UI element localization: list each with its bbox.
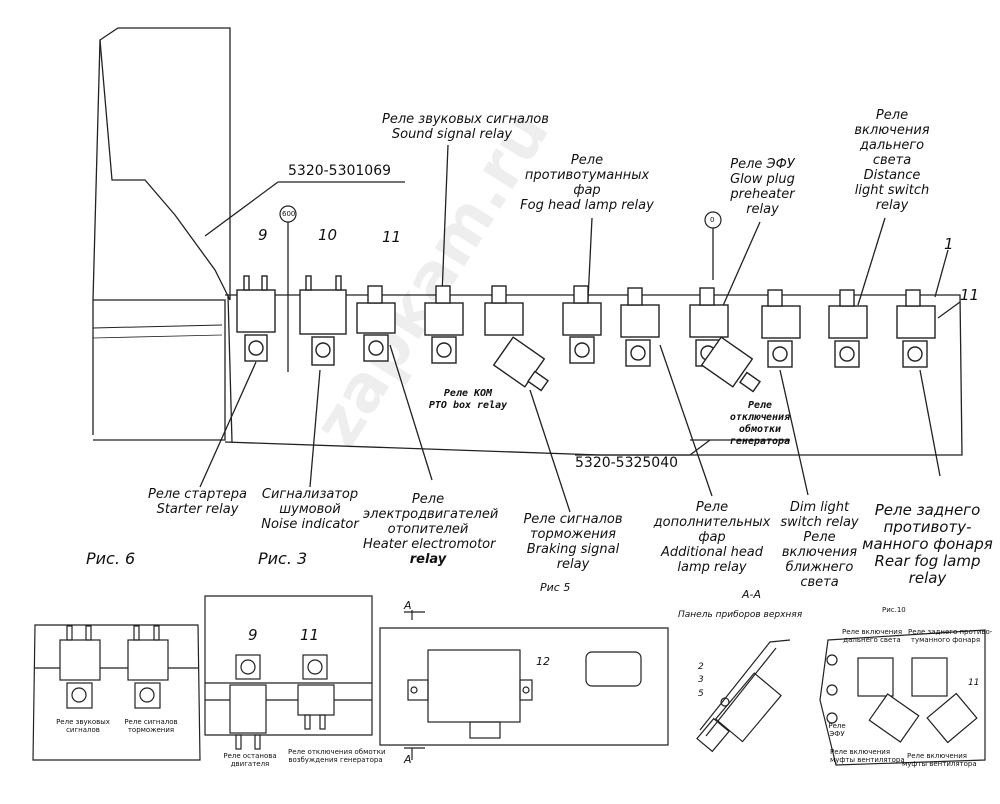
fig10-label-bottom-left: Реле включения муфты вентилятора [830, 748, 905, 764]
relay-row [236, 275, 936, 393]
fig10-label-side: Реле ЭФУ [828, 722, 846, 738]
callout-11-right: 11 [960, 286, 980, 304]
fig10-title: Рис.10 [882, 606, 906, 614]
label-glow-plug-relay: Реле ЭФУ Glow plug preheater relay [730, 157, 795, 217]
fig3-drawing [204, 595, 373, 750]
fig6-drawing [32, 624, 201, 761]
callout-9: 9 [258, 226, 268, 244]
section-aa-title: А-А [742, 588, 762, 601]
circle-0-text: 0 [710, 216, 715, 224]
relay-rear-fog [896, 289, 936, 368]
label-additional-head-lamp-relay: Реле дополнительных фар Additional head … [653, 500, 771, 575]
fig10-label-bottom-right: Реле включения муфты вентилятора [902, 752, 977, 768]
label-heater-electromotor-relay: Реле электродвигателей отопителей Heater… [363, 492, 499, 567]
fig3-title: Рис. 3 [258, 549, 308, 568]
label-starter-relay: Реле стартера Starter relay [147, 487, 247, 517]
relay-distance [828, 289, 868, 368]
fig3-callout-11: 11 [300, 626, 320, 644]
relay-fog [562, 285, 602, 364]
relay-noise [299, 275, 347, 366]
part-number-top: 5320-5301069 [288, 163, 392, 179]
fig6-sound-label: Реле звуковых сигналов [56, 718, 110, 734]
callout-11: 11 [382, 228, 402, 246]
section-aa-callout-3: 3 [698, 675, 704, 685]
callout-1: 1 [944, 235, 954, 253]
relay-additional [620, 287, 660, 367]
relay-brake [484, 285, 524, 336]
section-aa-drawing [696, 639, 791, 753]
label-rear-fog-lamp-relay: Реле заднего противоту- манного фонаря R… [862, 501, 993, 587]
fig6-title: Рис. 6 [86, 549, 136, 568]
relay-starter [236, 275, 276, 362]
label-distance-light-relay: Реле включения дальнего света Distance l… [854, 108, 930, 213]
label-braking-signal-relay: Реле сигналов торможения Braking signal … [523, 512, 623, 572]
callout-10: 10 [318, 226, 338, 244]
fig5-section-mark-top: A [404, 599, 412, 612]
label-generator-cutoff-relay: Реле отключения обмотки генератора [729, 400, 791, 447]
relay-gen-cutoff [700, 336, 761, 393]
bracket-left [93, 299, 226, 441]
label-fog-head-lamp-relay: Реле противотуманных фар Fog head lamp r… [520, 153, 654, 213]
label-sound-signal-relay: Реле звуковых сигналов Sound signal rela… [382, 112, 549, 142]
fig3-generator-label: Реле отключения обмотки возбуждения гене… [288, 748, 386, 764]
fig5-title: Рис 5 [540, 581, 571, 594]
main-plate [224, 294, 963, 456]
relay-sound [424, 285, 464, 364]
pillar-left-edge [92, 39, 101, 435]
relay-pto [492, 336, 549, 392]
circle-marker-0 [704, 211, 722, 229]
fig10-callout-11: 11 [968, 678, 980, 688]
fig10-label-top-left: Реле включения дальнего света [842, 628, 903, 644]
fig5-drawing [379, 610, 669, 760]
relay-dim [761, 289, 801, 368]
label-pto-relay: Реле КОМ PTO box relay [428, 388, 508, 411]
label-dim-light-relay: Dim light switch relay Реле включения бл… [780, 500, 859, 590]
fig3-stop-label: Реле останова двигателя [223, 752, 277, 768]
section-aa-callout-2: 2 [698, 662, 704, 672]
section-aa-callout-5: 5 [698, 689, 704, 699]
pillar-outline [99, 27, 231, 301]
fig3-callout-9: 9 [248, 626, 258, 644]
part-number-bottom: 5320-5325040 [575, 455, 679, 471]
section-aa-panel-label: Панель приборов верхняя [678, 610, 803, 620]
relay-heater [356, 285, 396, 362]
fig5-section-mark-bottom: A [404, 753, 412, 766]
fig10-label-top-right: Реле заднего противо- туманного фонаря [908, 628, 993, 644]
fig5-callout-12: 12 [536, 655, 550, 668]
label-noise-indicator: Сигнализатор шумовой Noise indicator [261, 487, 359, 532]
fig6-brake-label: Реле сигналов торможения [124, 718, 178, 734]
circle-marker-600 [279, 205, 297, 223]
circle-600-text: 600 [282, 210, 296, 218]
fig10-drawing [819, 629, 986, 766]
